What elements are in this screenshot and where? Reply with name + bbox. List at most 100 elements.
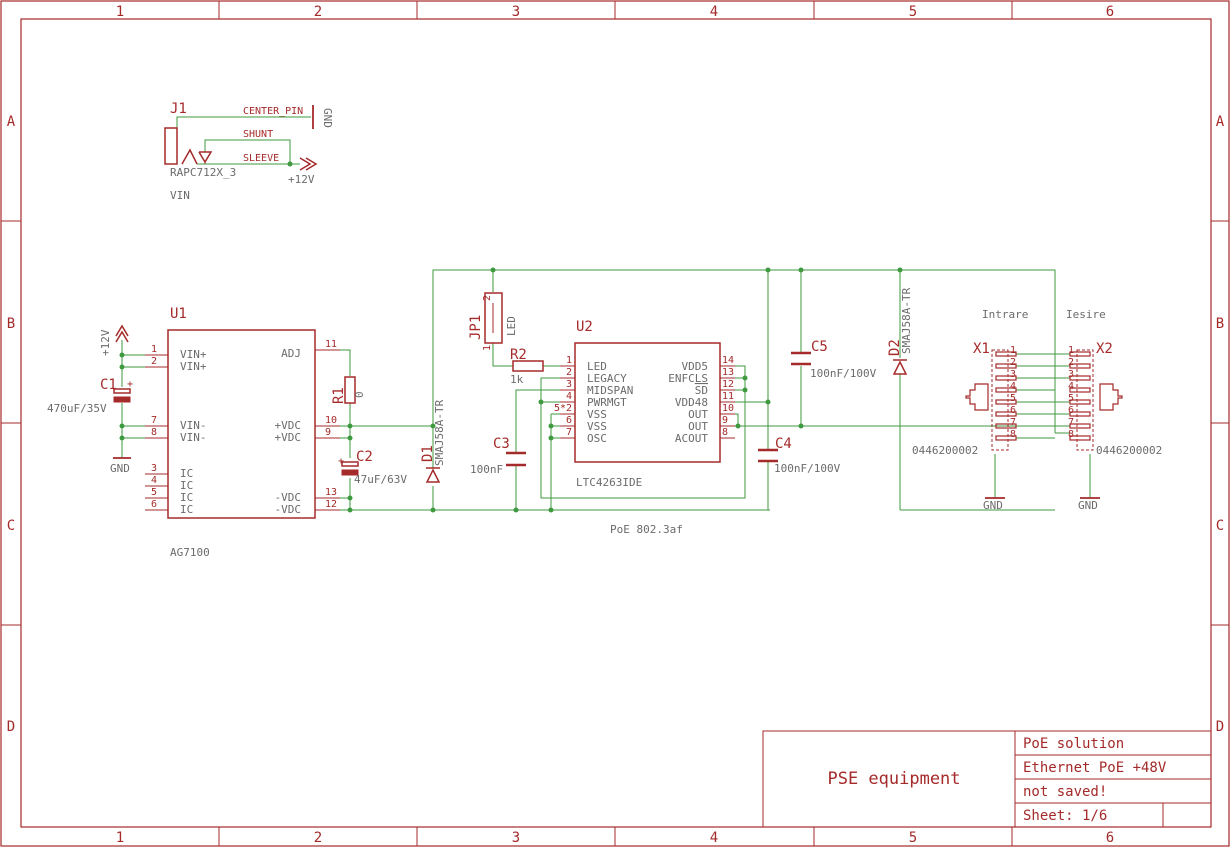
u1-pin-num: 5 [151, 487, 157, 498]
d1-ref: D1 [420, 445, 436, 462]
u1-pin-num: 12 [325, 499, 337, 510]
u1-pin-name: IC [180, 491, 193, 504]
c4-capacitor: C4 100nF/100V [758, 436, 841, 475]
col-label-bottom: 5 [909, 830, 917, 846]
row-label-right: B [1216, 316, 1224, 332]
x1-title: Intrare [982, 308, 1028, 321]
u2-pin-name: ENFCLS [668, 372, 708, 385]
c2-plus: + [338, 456, 344, 467]
u2-pin-name: OSC [587, 432, 607, 445]
u2-pin-num: 9 [722, 415, 728, 426]
x1-pin: 7 [1010, 417, 1016, 428]
d2-ref: D2 [887, 339, 903, 356]
x1-pin: 6 [1010, 405, 1016, 416]
c3-value: 100nF [470, 463, 503, 476]
col-label-top: 2 [314, 4, 322, 20]
u1-pin-num: 6 [151, 499, 157, 510]
u2-note: PoE 802.3af [610, 523, 683, 536]
x2-pin: 4 [1068, 381, 1074, 392]
x2-ref: X2 [1096, 341, 1113, 357]
r2-resistor: R2 1k [510, 347, 544, 386]
r1-resistor: R1 0 [331, 376, 366, 404]
x1-pin: 2 [1010, 357, 1016, 368]
row-label-right: C [1216, 518, 1224, 534]
row-label-right: A [1216, 114, 1225, 130]
x1-pin: 3 [1010, 369, 1016, 380]
c2-value: 47uF/63V [354, 473, 407, 486]
jp1-ref: JP1 [468, 315, 484, 340]
d2-tvs-diode: D2 SMAJ58A-TR [887, 287, 913, 375]
u2-pin-name: LEGACY [587, 372, 627, 385]
u1-pin-num: 4 [151, 475, 157, 486]
junction-dots [119, 161, 903, 513]
u1-pin-num: 11 [325, 339, 337, 350]
x1-pin: 5 [1010, 393, 1016, 404]
u1-pin-num: 8 [151, 427, 157, 438]
x1-pin: 8 [1010, 429, 1016, 440]
j1-value: VIN [170, 189, 190, 202]
c1-capacitor: + C1 470uF/35V [47, 377, 133, 415]
u1-gnd-label: GND [110, 462, 130, 475]
sheet-number: Sheet: 1/6 [1023, 808, 1107, 824]
j1-power-jack: J1 CENTER_PIN SHUNT SLEEVE RAPC712X_3 VI… [164, 101, 334, 202]
u1-pin-name: VIN- [180, 431, 207, 444]
u1-ref: U1 [170, 306, 187, 322]
u1-pin-num: 10 [325, 415, 337, 426]
j1-supply-label: +12V [288, 173, 315, 186]
c2-ref: C2 [356, 449, 373, 465]
jp1-pin1: 1 [482, 345, 493, 351]
u2-pin-num: 4 [566, 391, 572, 402]
j1-pin-shunt: SHUNT [243, 129, 273, 140]
row-label-left: B [7, 316, 15, 332]
project-title: PSE equipment [827, 769, 960, 789]
col-label-top: 6 [1106, 4, 1114, 20]
u2-pin-name: ACOUT [675, 432, 708, 445]
x2-pin: 1 [1068, 345, 1074, 356]
x1-ref: X1 [973, 341, 990, 357]
u1-pin-name: VIN- [180, 419, 207, 432]
u2-pin-name: MIDSPAN [587, 384, 633, 397]
u2-ref: U2 [576, 319, 593, 335]
j1-pin-center: CENTER_PIN [243, 106, 303, 117]
x1-part: 0446200002 [912, 444, 978, 457]
u1-pin-name: VIN+ [180, 360, 207, 373]
u1-pin-name: +VDC [275, 419, 302, 432]
u1-pin-name: -VDC [275, 491, 302, 504]
u2-pin-name: VSS [587, 420, 607, 433]
jp1-pin2: 2 [482, 295, 493, 301]
col-label-bottom: 3 [512, 830, 520, 846]
col-label-bottom: 2 [314, 830, 322, 846]
u1-supply-label: +12V [99, 329, 112, 356]
c2-capacitor: + C2 47uF/63V [338, 449, 407, 486]
c4-ref: C4 [775, 436, 792, 452]
col-label-bottom: 1 [116, 830, 124, 846]
u1-pin-name: +VDC [275, 431, 302, 444]
u2-pin-num: 8 [722, 427, 728, 438]
u2-pin-name: PWRMGT [587, 396, 627, 409]
u1-pin-name: IC [180, 503, 193, 516]
u1-pin-num: 2 [151, 356, 157, 367]
u2-part: LTC4263IDE [576, 476, 642, 489]
title-line-2: Ethernet PoE +48V [1023, 760, 1167, 776]
u2-pin-num: 7 [566, 427, 572, 438]
r1-value: 0 [353, 391, 366, 398]
u2-pin-num: 11 [722, 391, 734, 402]
x1-rj45-input: 1 2 3 4 5 6 7 8 X1 Intrare 0446200002 GN… [912, 308, 1028, 512]
j1-ref: J1 [170, 101, 187, 117]
u2-pin-num: 2 [566, 367, 572, 378]
u1-pin-name: VIN+ [180, 348, 207, 361]
row-label-right: D [1216, 719, 1224, 735]
x2-pin: 2 [1068, 357, 1074, 368]
col-label-top: 1 [116, 4, 124, 20]
u2-pin-num: 6 [566, 415, 572, 426]
jp1-led-header: 2 1 JP1 LED [468, 292, 518, 351]
x2-pin: 3 [1068, 369, 1074, 380]
u1-pin-num: 7 [151, 415, 157, 426]
row-label-left: A [7, 114, 16, 130]
u1-pin-num: 13 [325, 487, 337, 498]
x2-pin: 5 [1068, 393, 1074, 404]
u1-pin-num: 9 [325, 427, 331, 438]
u1-pin-name: -VDC [275, 503, 302, 516]
u2-pin-name: LED [587, 360, 607, 373]
